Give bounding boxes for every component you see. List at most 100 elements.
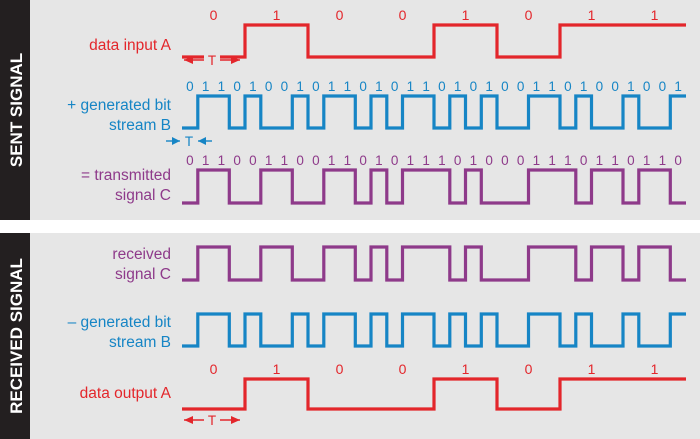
bit-period-marker: T [166, 134, 212, 149]
sent-signal-bit-18: 1 [470, 153, 478, 168]
sent-data-bit-0: 0 [210, 7, 218, 23]
sent-prbs-bit-15: 1 [422, 79, 430, 94]
sent-data-bit-1: 1 [273, 7, 281, 23]
sent-signal-bit-6: 1 [281, 153, 289, 168]
rx-period-symbol: T [208, 413, 216, 428]
sent-prbs-bit-3: 0 [233, 79, 241, 94]
sent-data-bit-5: 0 [525, 7, 533, 23]
sent-signal-bit-21: 0 [517, 153, 525, 168]
sent-period-symbol: T [208, 53, 216, 68]
sent-signal-bit-23: 1 [548, 153, 556, 168]
sent-signal-bit-10: 1 [344, 153, 352, 168]
sent-signal-bit-15: 1 [422, 153, 430, 168]
sent-signal-bit-5: 1 [265, 153, 273, 168]
sent-prbs-bit-24: 0 [564, 79, 572, 94]
sent-signal-bit-26: 1 [596, 153, 604, 168]
sent-prbs-bit-27: 0 [611, 79, 619, 94]
sent-signal-bit-9: 1 [328, 153, 336, 168]
sent-prbs-bit-30: 0 [659, 79, 667, 94]
prbs-waveform [182, 94, 686, 130]
sent-signal-bit-0: 0 [186, 153, 194, 168]
sent-signal-bit-11: 0 [359, 153, 367, 168]
sent-prbs-bit-6: 0 [281, 79, 289, 94]
sent-signal-bit-24: 1 [564, 153, 572, 168]
sent-prbs-bit-25: 1 [580, 79, 588, 94]
sent-prbs-bit-19: 1 [485, 79, 493, 94]
sent-prbs-bit-16: 0 [438, 79, 446, 94]
sent-prbs-bit-11: 0 [359, 79, 367, 94]
sent-signal-bit-28: 0 [627, 153, 635, 168]
data-output-label: data output A [80, 385, 172, 402]
sent-prbs-bit-29: 0 [643, 79, 651, 94]
rx-data-bit-0: 0 [210, 361, 218, 377]
rx-data-bit-1: 1 [273, 361, 281, 377]
sent-signal-bit-12: 1 [375, 153, 383, 168]
sent-signal-bit-25: 0 [580, 153, 588, 168]
sent-prbs-bit-1: 1 [202, 79, 210, 94]
sent-prbs-bit-20: 0 [501, 79, 509, 94]
sent-signal-bit-4: 0 [249, 153, 257, 168]
sent-prbs-bit-13: 0 [391, 79, 399, 94]
sent-prbs-bit-9: 1 [328, 79, 336, 94]
sent-prbs-bit-18: 0 [470, 79, 478, 94]
sent-data-bit-6: 1 [588, 7, 596, 23]
sent-data-bit-2: 0 [336, 7, 344, 23]
sent-signal-bit-8: 0 [312, 153, 320, 168]
sent-prbs-bit-0: 0 [186, 79, 194, 94]
sent-period-marker: T [184, 52, 240, 68]
received-signal-title: RECEIVED SIGNAL [7, 258, 26, 414]
sent-signal-bit-31: 0 [674, 153, 682, 168]
sent-signal-bit-14: 1 [407, 153, 415, 168]
sent-signal-bit-7: 0 [296, 153, 304, 168]
rx-period-marker: T [184, 412, 240, 428]
sent-prbs-bit-31: 1 [674, 79, 682, 94]
sent-signal-bit-30: 1 [659, 153, 667, 168]
transmitted-label-line1: = transmitted [81, 167, 171, 184]
sent-side-bar [0, 0, 30, 220]
rx-prbs-waveform [182, 312, 686, 348]
sent-prbs-bit-28: 1 [627, 79, 635, 94]
sent-prbs-bit-10: 1 [344, 79, 352, 94]
sent-prbs-bit-14: 1 [407, 79, 415, 94]
sent-signal-bit-16: 1 [438, 153, 446, 168]
sent-signal-bit-1: 1 [202, 153, 210, 168]
sent-signal-bit-3: 0 [233, 153, 241, 168]
sent-signal-bit-19: 0 [485, 153, 493, 168]
sent-prbs-bit-2: 1 [218, 79, 226, 94]
rx-data-bit-5: 0 [525, 361, 533, 377]
received-label-line2: signal C [115, 266, 171, 283]
sent-prbs-bit-12: 1 [375, 79, 383, 94]
sent-prbs-bit-26: 0 [596, 79, 604, 94]
rx-prbs-label-line2: stream B [109, 334, 171, 351]
transmitted-label-line2: signal C [115, 187, 171, 204]
rx-data-bit-2: 0 [336, 361, 344, 377]
sent-prbs-bit-23: 1 [548, 79, 556, 94]
sent-prbs-bit-4: 1 [249, 79, 257, 94]
sent-signal-bit-20: 0 [501, 153, 509, 168]
rx-data-bit-6: 1 [588, 361, 596, 377]
sent-prbs-bit-22: 1 [533, 79, 541, 94]
sent-signal-bit-27: 1 [611, 153, 619, 168]
sent-signal-bit-17: 0 [454, 153, 462, 168]
data-input-label: data input A [89, 37, 172, 54]
sent-data-bit-7: 1 [651, 7, 659, 23]
sent-panel [0, 0, 700, 220]
sent-signal-bit-29: 1 [643, 153, 651, 168]
sent-signal-bit-22: 1 [533, 153, 541, 168]
received-label-line1: received [112, 246, 171, 263]
data-input-waveform [182, 23, 686, 59]
sent-prbs-bit-7: 1 [296, 79, 304, 94]
prbs-label-line2: stream B [109, 117, 171, 134]
received-side-bar [0, 233, 30, 439]
sent-data-bit-4: 1 [462, 7, 470, 23]
received-panel [0, 233, 700, 439]
transmitted-waveform [182, 168, 686, 205]
sent-prbs-bit-8: 0 [312, 79, 320, 94]
rx-prbs-label-line1: – generated bit [68, 314, 172, 331]
prbs-label-line1: + generated bit [67, 97, 172, 114]
rx-data-bit-4: 1 [462, 361, 470, 377]
